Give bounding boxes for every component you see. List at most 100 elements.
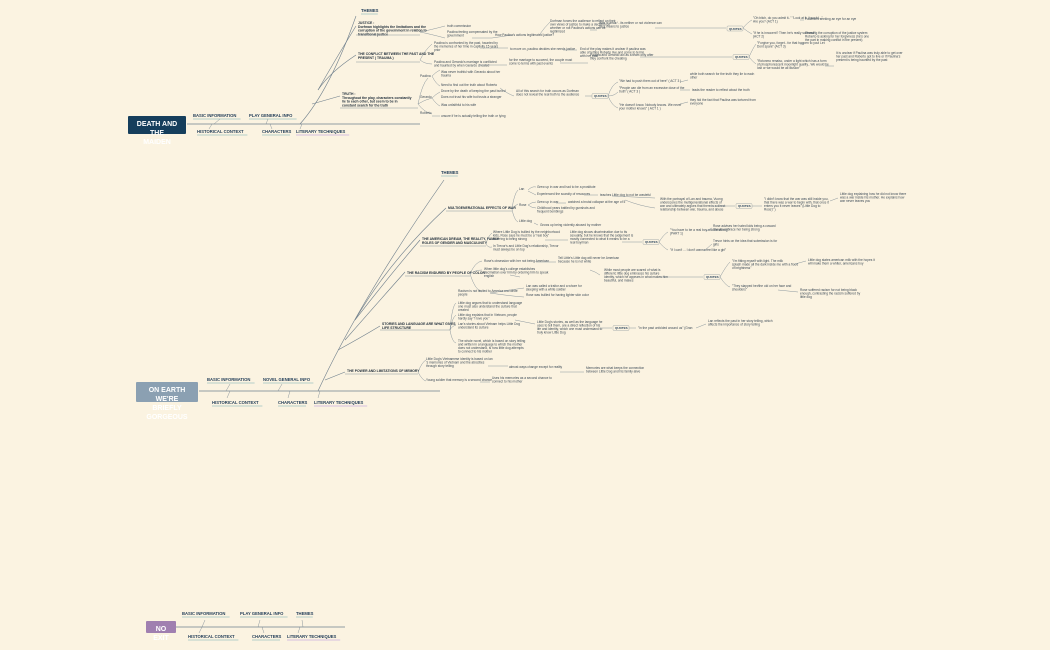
theme-memory: THE POWER AND LIMITATIONS OF MEMORY <box>347 369 420 373</box>
text-line: How Paulina's actions legitimated justic… <box>495 33 554 37</box>
connector-line <box>527 186 537 191</box>
text-line: to move on, paulina decides she needs ju… <box>510 47 575 51</box>
category-label[interactable]: CHARACTERS <box>262 129 292 134</box>
text-line: present is being haunted by the past <box>836 58 888 62</box>
text-line: Lan reflects the past in her story telli… <box>708 319 773 323</box>
text-line: Lan was called a traitor and a whore for <box>526 284 583 288</box>
text-line: girls <box>713 243 719 247</box>
text-line: (PART 1) <box>670 232 683 236</box>
root-title-line: ON EARTH WE'RE <box>148 387 186 403</box>
text-line: Dorfman forces the audience to reflect o… <box>550 19 616 23</box>
category-label[interactable]: BASIC INFORMATION <box>207 377 250 382</box>
connector-line <box>491 34 513 39</box>
detail-node: "I didn't know that the war was still in… <box>764 197 829 212</box>
text-line: Need to find out the truth about Roberto <box>441 83 497 87</box>
connector-line <box>226 390 231 399</box>
category-label[interactable]: BASIC INFORMATION <box>182 611 225 616</box>
text-line: Paulina <box>420 74 431 78</box>
detail-node: almost ways change except for reality <box>509 365 563 369</box>
detail-node: leads the reader to reflect about the tr… <box>692 88 750 92</box>
text-line: QUOTES <box>738 204 751 208</box>
text-line: come to terms with past events <box>509 62 553 66</box>
category-label[interactable]: HISTORICAL CONTEXT <box>197 129 244 134</box>
detail-node: With the portrayal of Lan and trauma, Vu… <box>660 197 725 212</box>
category-label[interactable]: THEMES <box>441 170 459 175</box>
text-line: Rose's obsession with her not being Amer… <box>484 259 549 263</box>
detail-node: while both search for the truth they lie… <box>690 72 755 80</box>
detail-node: Little dog states american milk with the… <box>808 258 875 266</box>
detail-node: Little dog explains that in Vietnam, peo… <box>458 313 517 321</box>
text-line: "People can die from an excessive dose o… <box>619 86 685 90</box>
category-label[interactable]: LITERARY TECHNIQUES <box>287 634 337 639</box>
root-node-on-earth-were-briefly-gorgeous[interactable]: ON EARTH WE'RE BRIEFLY GORGEOUS <box>136 382 198 421</box>
text-line: "I'm fitting myself with light. The milk <box>732 259 783 263</box>
text-line: Showing the corruption of the justice sy… <box>805 31 868 35</box>
quote-tag: QUOTES <box>735 55 748 59</box>
category-label[interactable]: HISTORICAL CONTEXT <box>212 400 259 405</box>
detail-node: Showing the corruption of the justice sy… <box>805 31 869 42</box>
detail-node: QUOTES <box>706 275 719 279</box>
category-label[interactable]: THEMES <box>361 8 379 13</box>
text-line: Gerardo <box>420 95 432 99</box>
root-title-line: BRIEFLY GORGEOUS <box>146 405 188 421</box>
connector-line <box>419 31 446 39</box>
detail-node: Paulina and Gerardo act as a team only a… <box>590 53 654 61</box>
connector-line <box>317 25 357 91</box>
detail-node: Was it unfair/ - its neither or not viol… <box>599 21 662 29</box>
root-node-no-exit[interactable]: NO EXIT <box>146 621 176 642</box>
connector-line <box>695 323 707 329</box>
category-label[interactable]: LITERARY TECHNIQUES <box>314 400 364 405</box>
category-label[interactable]: THEMES <box>296 611 314 616</box>
detail-node: Experienced the scarcity of resources <box>537 192 591 196</box>
text-line: unsure if he is actually telling the tru… <box>441 114 506 118</box>
connector-line <box>417 77 429 105</box>
category-label[interactable]: PLAY GENERAL INFO <box>249 113 293 118</box>
text-line: leads the reader to reflect about the tr… <box>692 88 750 92</box>
text-line: truth commission <box>447 24 471 28</box>
text-line: Racism is not limited to America and whi… <box>458 289 518 293</box>
connector-line <box>317 54 357 91</box>
detail-node: Grew up in war and had to be a prostitut… <box>537 185 596 189</box>
text-line: legitimized <box>550 30 565 34</box>
text-line: mostly connected to what it means to be … <box>570 237 630 241</box>
text-line: Was it unfair/ - its neither or not viol… <box>599 21 662 25</box>
connector-line <box>301 619 304 628</box>
category-label[interactable]: CHARACTERS <box>252 634 282 639</box>
text-line: QUOTES <box>594 94 607 98</box>
text-line: life and identity, which one must unders… <box>537 327 603 331</box>
text-line: Does not trust his wife but trusts a str… <box>441 95 503 99</box>
detail-node: they hid the fact that Paulina was tortu… <box>690 98 756 106</box>
text-line: other <box>690 76 698 80</box>
connector-line <box>527 190 537 196</box>
category-label[interactable]: BASIC INFORMATION <box>193 113 236 118</box>
text-line: the memories of her time in captivity 15… <box>434 45 499 49</box>
quote-tag-box <box>726 25 744 32</box>
text-line: different; little dog embraces his cultu… <box>604 272 660 276</box>
connector-line <box>417 97 433 105</box>
text-line: underscores the multigenerational effect… <box>660 201 722 205</box>
connector-line <box>719 276 731 288</box>
category-label[interactable]: LITERARY TECHNIQUES <box>296 129 346 134</box>
detail-node: Little Dog's Vietnamese identity is base… <box>426 357 493 368</box>
text-line: While most people are scared of what is <box>604 268 661 272</box>
connector-line <box>511 203 519 210</box>
text-line: "If he is innocent? Then he's really scr… <box>753 31 815 35</box>
text-line: Was unfaithful to his wife <box>441 103 476 107</box>
text-line: that there was a war to begin with, that… <box>764 201 829 205</box>
detail-node: Does not trust his wife but trusts a str… <box>441 95 503 99</box>
category-label[interactable]: HISTORICAL CONTEXT <box>188 634 235 639</box>
text-line: Rose suffered racism for not being black <box>800 288 857 292</box>
text-line: Dorfman highlights the limitations and t… <box>358 25 426 29</box>
text-line: Paulina is seeking an eye for an eye <box>805 17 856 21</box>
category-label[interactable]: PLAY GENERAL INFO <box>240 611 284 616</box>
connector-line <box>297 626 301 634</box>
text-line: and haunted by when Gerardo cheated <box>434 64 490 68</box>
category-label[interactable]: NOVEL GENERAL INFO <box>263 377 311 382</box>
connector-line <box>777 289 799 293</box>
detail-node: Paulina is confronted by the past, haunt… <box>434 41 499 52</box>
text-line: Trevor hints on the idea that submission… <box>713 239 778 243</box>
category-label[interactable]: CHARACTERS <box>278 400 308 405</box>
